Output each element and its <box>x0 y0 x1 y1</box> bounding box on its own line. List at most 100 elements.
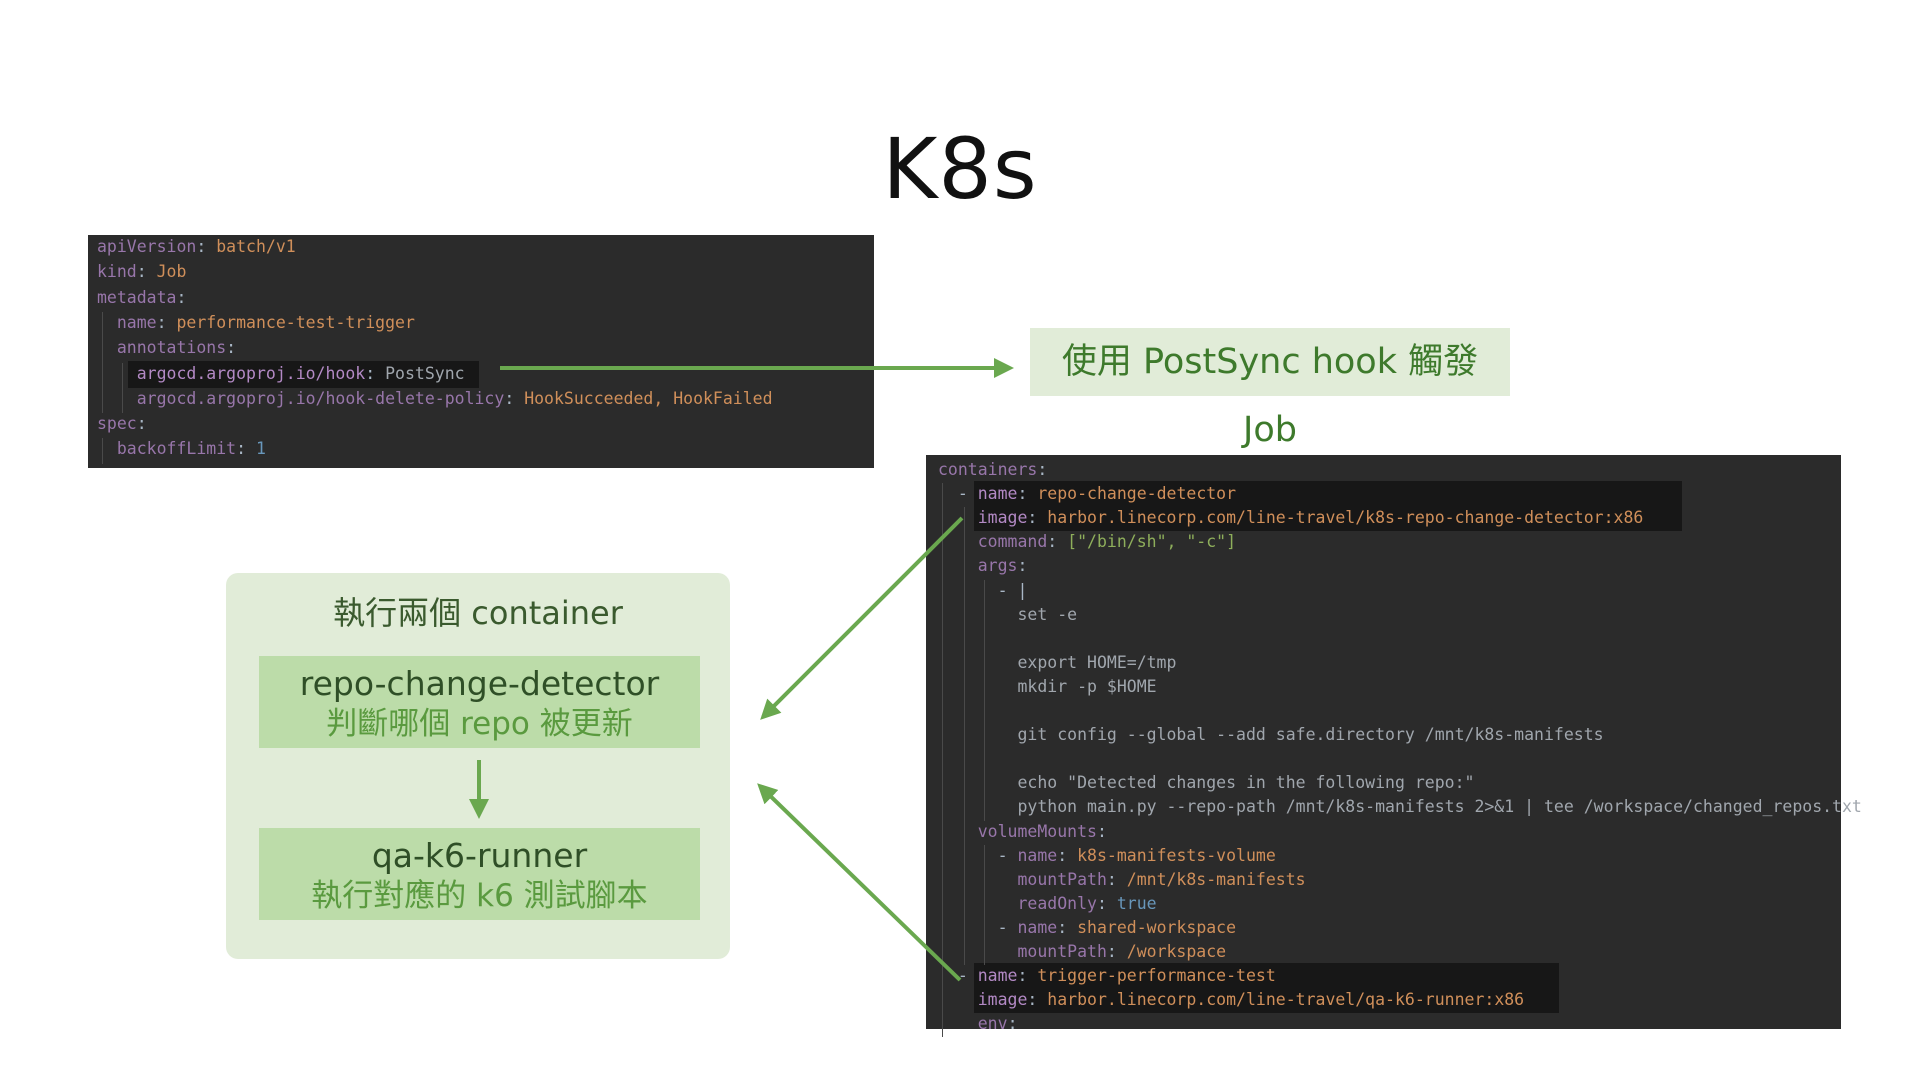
code-token: argocd.argoproj.io/hook <box>136 363 366 383</box>
code-token: image <box>977 508 1028 528</box>
code-token: shared-workspace <box>1077 917 1237 937</box>
code-token: name <box>1017 917 1058 937</box>
posthook-callout: 使用 PostSync hook 觸發 Job <box>1030 328 1510 450</box>
code-token: set -e <box>1017 604 1078 624</box>
code-token: : <box>1096 893 1117 913</box>
code-token: name <box>977 966 1018 986</box>
container-flow-panel: 執行兩個 container repo-change-detector 判斷哪個… <box>226 573 730 959</box>
indent-guide <box>984 844 985 966</box>
code-token: args <box>977 556 1018 576</box>
code-token: Job <box>156 262 187 282</box>
code-token: - <box>997 845 1018 865</box>
code-token: annotations <box>116 338 227 358</box>
code-line: kind: Job <box>97 261 186 283</box>
code-token: metadata <box>97 287 177 307</box>
code-token: : <box>1017 966 1038 986</box>
code-token: : <box>1017 556 1028 576</box>
indent-guide <box>964 507 965 966</box>
slide-title: K8s <box>882 120 1038 218</box>
code-token: : <box>176 287 187 307</box>
code-line: volumeMounts: <box>938 821 1107 843</box>
code-token: : <box>1096 821 1107 841</box>
code-token: echo "Detected changes in the following … <box>1017 773 1475 793</box>
line-highlight <box>128 360 479 388</box>
code-token: performance-test-trigger <box>176 312 415 332</box>
code-line: argocd.argoproj.io/hook: PostSync <box>97 363 465 385</box>
code-line: command: ["/bin/sh", "-c"] <box>938 531 1236 553</box>
code-line: - name: repo-change-detector <box>938 483 1236 505</box>
code-line: git config --global --add safe.directory… <box>938 724 1603 746</box>
code-token: trigger-performance-test <box>1037 966 1276 986</box>
indent-guide <box>102 438 103 464</box>
code-token: : <box>236 439 256 459</box>
code-token: image <box>977 990 1028 1010</box>
code-token: harbor.linecorp.com/line-travel/k8s-repo… <box>1047 508 1644 528</box>
code-line: image: harbor.linecorp.com/line-travel/k… <box>938 507 1644 529</box>
code-token: repo-change-detector <box>1037 484 1237 504</box>
code-line: metadata: <box>97 287 186 309</box>
code-line: - | <box>938 580 1028 602</box>
code-token: python main.py --repo-path /mnt/k8s-mani… <box>1017 797 1862 817</box>
code-line: export HOME=/tmp <box>938 652 1176 674</box>
code-token: spec <box>97 414 137 434</box>
code-line: args: <box>938 555 1028 577</box>
indent-guide <box>122 362 123 414</box>
code-line: annotations: <box>97 337 236 359</box>
code-token: : <box>365 363 386 383</box>
code-line: mountPath: /workspace <box>938 941 1226 963</box>
code-line: env: <box>938 1013 1018 1035</box>
code-token: : <box>1106 942 1127 961</box>
code-token: : <box>1106 869 1127 889</box>
indent-guide <box>942 483 943 1038</box>
code-line: set -e <box>938 604 1077 626</box>
code-token: ["/bin/sh", "-c"] <box>1067 532 1237 552</box>
code-line: mountPath: /mnt/k8s-manifests <box>938 869 1306 891</box>
code-token: - | <box>997 580 1028 600</box>
code-line: - name: k8s-manifests-volume <box>938 845 1276 867</box>
code-token: : <box>1027 990 1048 1010</box>
code-token: mountPath <box>1017 942 1107 961</box>
line-highlight <box>974 963 1559 1014</box>
code-token: command <box>977 532 1048 552</box>
code-token: backoffLimit <box>116 439 237 459</box>
indent-guide <box>984 579 985 821</box>
code-token: : <box>1047 532 1068 552</box>
code-line: apiVersion: batch/v1 <box>97 236 296 258</box>
step-repo-change-detector: repo-change-detector 判斷哪個 repo 被更新 <box>259 656 700 748</box>
code-token: : <box>1007 1014 1018 1034</box>
code-token: /mnt/k8s-manifests <box>1126 869 1306 889</box>
code-token: : <box>136 414 147 434</box>
code-line: python main.py --repo-path /mnt/k8s-mani… <box>938 796 1862 818</box>
code-line: - name: trigger-performance-test <box>938 965 1276 987</box>
code-token: mkdir -p $HOME <box>1017 676 1157 696</box>
code-token: volumeMounts <box>977 821 1097 841</box>
code-token: harbor.linecorp.com/line-travel/qa-k6-ru… <box>1047 990 1525 1010</box>
code-token: argocd.argoproj.io/hook-delete-policy <box>136 388 505 408</box>
code-line: - name: shared-workspace <box>938 917 1236 939</box>
code-token: : <box>196 237 217 256</box>
step-name: qa-k6-runner <box>371 836 588 875</box>
code-token: readOnly <box>1017 893 1097 913</box>
code-token: : <box>156 312 177 332</box>
code-token: : <box>1037 460 1048 479</box>
step-description: 判斷哪個 repo 被更新 <box>326 706 633 742</box>
code-token: name <box>1017 845 1058 865</box>
code-token: : <box>1027 508 1048 528</box>
code-token: k8s-manifests-volume <box>1077 845 1276 865</box>
code-token: containers <box>938 460 1038 479</box>
code-token: : <box>136 262 157 282</box>
code-line: mkdir -p $HOME <box>938 676 1157 698</box>
code-line: argocd.argoproj.io/hook-delete-policy: H… <box>97 388 773 410</box>
code-token: apiVersion <box>97 237 197 256</box>
code-token: 1 <box>255 439 266 459</box>
code-token: kind <box>97 262 137 282</box>
code-token: export HOME=/tmp <box>1017 652 1177 672</box>
containers-yaml-code-block: containers: - name: repo-change-detector… <box>926 455 1862 1038</box>
code-token: true <box>1116 893 1157 913</box>
code-token: : <box>504 388 525 408</box>
step-qa-k6-runner: qa-k6-runner 執行對應的 k6 測試腳本 <box>259 828 700 920</box>
code-token: batch/v1 <box>216 237 296 256</box>
step-description: 執行對應的 k6 測試腳本 <box>311 878 648 914</box>
